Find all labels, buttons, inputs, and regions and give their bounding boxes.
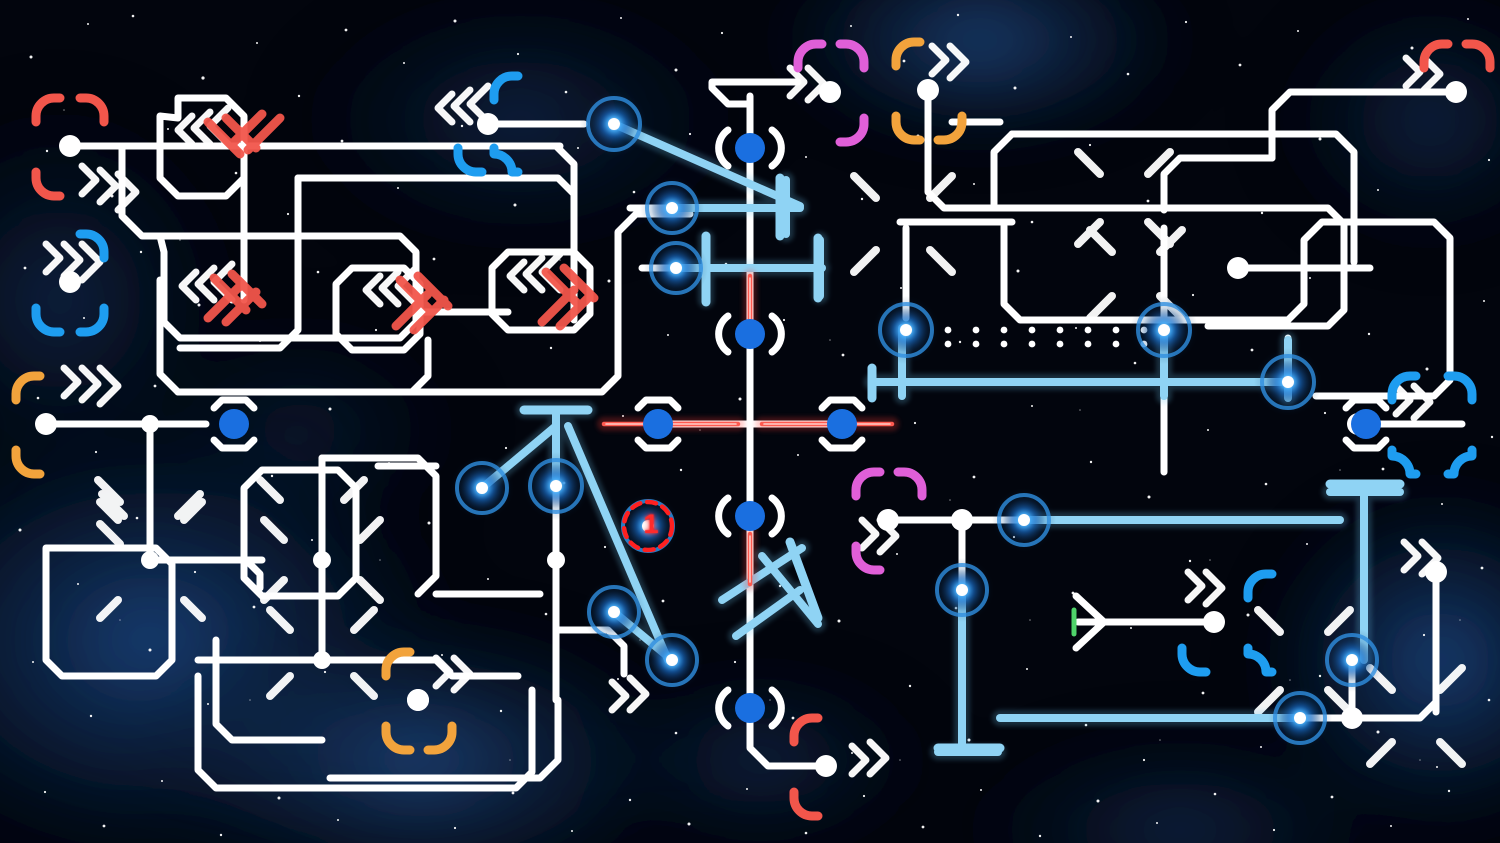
track-r-3 — [990, 130, 1016, 208]
selection-marker[interactable] — [621, 499, 675, 553]
locked-terminal[interactable] — [715, 312, 785, 356]
locked-terminal[interactable] — [715, 126, 785, 170]
beam — [718, 544, 806, 604]
track-ll-14 — [326, 696, 562, 782]
junction-dot[interactable] — [815, 755, 837, 777]
track-ul-13 — [296, 336, 432, 396]
junction-dot[interactable] — [313, 551, 331, 569]
track-r-12 — [1160, 154, 1276, 214]
ship-arrow-icon[interactable] — [1071, 592, 1218, 652]
track-ul-5 — [294, 174, 578, 324]
junction-dot[interactable] — [1425, 561, 1447, 583]
junction-dot[interactable] — [141, 551, 159, 569]
track-ul-2 — [156, 94, 248, 200]
arc-cluster-cyan-top — [453, 71, 523, 177]
junction-dot[interactable] — [917, 79, 939, 101]
track-ll-13 — [212, 636, 326, 744]
arc-cluster-red-ul — [31, 93, 109, 201]
beam — [758, 552, 822, 628]
jc-j — [1074, 148, 1174, 248]
junction-dot[interactable] — [477, 113, 499, 135]
energy-orb[interactable] — [522, 452, 590, 520]
energy-orb[interactable] — [582, 580, 646, 644]
track-r-10 — [1284, 218, 1454, 400]
locked-terminal-corner[interactable] — [210, 396, 258, 452]
arc-cluster-orange-l — [11, 371, 45, 479]
track-ul-11 — [156, 276, 182, 396]
arc-cluster-cyan-r — [1387, 371, 1477, 479]
junction-dot[interactable] — [407, 689, 429, 711]
arc-cluster-cyan-lr — [1177, 569, 1277, 677]
bracket-terminal-nodes — [210, 126, 1390, 730]
jc-d — [266, 606, 378, 700]
locked-terminal-corner[interactable] — [1342, 396, 1390, 452]
jc-h — [850, 172, 956, 276]
energy-orb[interactable] — [450, 456, 514, 520]
track-r-2 — [1008, 130, 1358, 266]
junction-dot[interactable] — [1341, 707, 1363, 729]
junction-dot[interactable] — [819, 81, 841, 103]
track-ul-14 — [552, 142, 578, 202]
track-ll-7 — [318, 454, 440, 598]
track-ul-9 — [488, 248, 594, 334]
track-ll-6 — [240, 466, 360, 600]
energy-orb[interactable] — [640, 176, 704, 240]
locked-terminal-corner[interactable] — [634, 396, 682, 452]
beam — [732, 586, 804, 640]
junction-dot[interactable] — [951, 509, 973, 531]
track-r-11 — [1268, 88, 1460, 162]
jc-a — [96, 498, 206, 622]
energy-orb[interactable] — [644, 236, 708, 300]
jc-f — [1254, 606, 1354, 716]
locked-terminal[interactable] — [715, 494, 785, 538]
locked-terminal-corner[interactable] — [818, 396, 866, 452]
jc-k — [96, 520, 124, 548]
junction-dot[interactable] — [1445, 81, 1467, 103]
track-ul-7 — [156, 232, 420, 342]
junction-dot[interactable] — [547, 551, 565, 569]
jc-c — [260, 516, 384, 604]
track-ll-3 — [42, 544, 176, 680]
glowing-orb-nodes — [450, 90, 1384, 750]
energy-orb[interactable] — [1268, 686, 1332, 750]
junction-dot[interactable] — [141, 415, 159, 433]
energy-orb[interactable] — [580, 90, 648, 158]
junction-dot[interactable] — [59, 135, 81, 157]
energy-orb[interactable] — [872, 296, 940, 364]
junction-dot[interactable] — [59, 271, 81, 293]
track-c-6 — [708, 78, 802, 108]
junction-dot[interactable] — [35, 413, 57, 435]
arc-cluster-orange-bl — [381, 647, 457, 755]
track-ll-5 — [194, 672, 536, 792]
jc-l — [256, 476, 368, 504]
energy-orb[interactable] — [1254, 348, 1322, 416]
arc-cluster-red-tr — [1419, 39, 1495, 73]
energy-orb[interactable] — [1130, 296, 1198, 364]
arc-cluster-red-bc — [789, 713, 823, 821]
track-c-5 — [746, 712, 830, 770]
arc-cluster-orange-top — [891, 37, 967, 145]
energy-orb[interactable] — [640, 628, 704, 692]
junction-dot[interactable] — [313, 651, 331, 669]
junction-dot[interactable] — [877, 509, 899, 531]
selection-marker-label: 1 — [643, 509, 659, 539]
locked-terminal[interactable] — [715, 686, 785, 730]
jc-b — [98, 490, 204, 520]
energy-orb[interactable] — [992, 488, 1056, 552]
red-accent-chevrons — [203, 109, 599, 335]
crossbar — [785, 537, 823, 623]
energy-orb[interactable] — [930, 558, 994, 622]
beam — [564, 422, 672, 664]
jc-e — [94, 476, 124, 506]
arc-cluster-magenta-top — [793, 39, 869, 147]
energy-orb[interactable] — [1320, 628, 1384, 692]
arc-cluster-cyan-ul — [31, 229, 109, 337]
junction-dot[interactable] — [1227, 257, 1249, 279]
arc-cluster-magenta-b — [851, 467, 927, 575]
